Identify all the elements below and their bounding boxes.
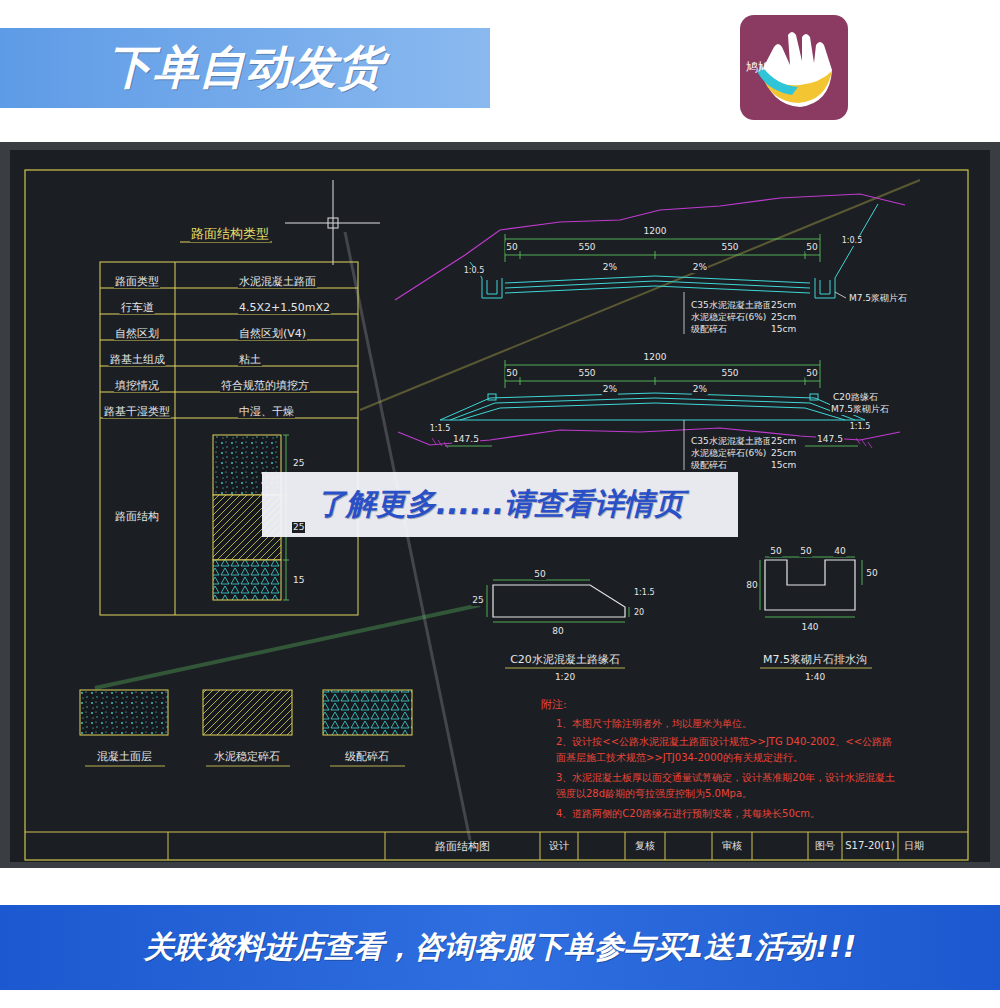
material-label: C20路缘石 — [832, 392, 879, 403]
node-text: 鸠鸠史 — [746, 59, 782, 76]
layer-thickness: 15cm — [770, 460, 797, 471]
dimension: 50 — [769, 546, 782, 557]
title-block-cell: 图号 — [814, 840, 836, 852]
dimension: 50 — [805, 242, 818, 253]
note-text: 4、道路两侧的C20路缘石进行预制安装，其每块长50cm。 — [555, 806, 902, 822]
note-text: 3、水泥混凝土板厚以面交通量试算确定，设计基准期20年，设计水泥混凝土强度以28… — [555, 770, 902, 802]
slope-ratio: 1:1.5 — [633, 588, 656, 598]
layer-label: C35水泥混凝土路面 — [690, 436, 773, 447]
title-block-cell: 复核 — [634, 840, 656, 852]
layer-thickness: 25cm — [770, 300, 797, 311]
dimension: 550 — [720, 368, 739, 379]
dimension: 550 — [577, 242, 596, 253]
layer-label: 级配碎石 — [690, 460, 728, 471]
dimension: 1200 — [643, 226, 668, 237]
table-cell: 路基干湿类型 — [103, 405, 171, 418]
node-text: 下单自动发货 — [107, 37, 383, 99]
promo-banner: 下单自动发货 — [0, 28, 490, 108]
dimension: 50 — [505, 368, 518, 379]
slope-ratio: 1:0.5 — [841, 236, 864, 246]
scale-label: 1:20 — [554, 672, 576, 683]
dimension: 50 — [805, 368, 818, 379]
slope-label: 2% — [692, 262, 708, 273]
layer-label: C35水泥混凝土路面 — [690, 300, 773, 311]
table-cell: 符合规范的填挖方 — [220, 379, 310, 392]
slope-ratio: 1:0.5 — [463, 266, 486, 276]
table-title: 路面结构类型 — [190, 226, 270, 242]
dimension: 147.5 — [816, 434, 844, 445]
node-text: 关联资料进店查看，咨询客服下单参与买1送1活动!!! — [144, 927, 857, 968]
layer-thickness: 25 — [292, 522, 305, 533]
material-label: M7.5浆砌片石 — [830, 404, 890, 415]
slope-ratio: 1:1.5 — [429, 424, 452, 434]
material-label: M7.5浆砌片石 — [848, 293, 908, 304]
shop-logo: 鸠鸠史 — [740, 15, 848, 120]
dimension: 50 — [533, 569, 546, 580]
table-cell: 填挖情况 — [114, 379, 160, 392]
node-text: 了解更多......请查看详情页 — [316, 484, 684, 525]
dimension: 50 — [799, 546, 812, 557]
table-cell: 自然区划 — [114, 327, 160, 340]
detail-title: M7.5浆砌片石排水沟 — [762, 653, 868, 666]
title-block-cell: S17-20(1) — [844, 840, 896, 852]
slope-label: 2% — [602, 384, 618, 395]
dimension: 140 — [800, 622, 819, 633]
dimension: 147.5 — [452, 434, 480, 445]
slope-ratio: 1:1.5 — [849, 422, 872, 432]
table-cell: 中湿、干燥 — [238, 405, 295, 418]
layer-thickness: 25cm — [770, 312, 797, 323]
table-cell: 路基土组成 — [109, 353, 166, 366]
table-cell: 路面类型 — [114, 275, 160, 288]
note-text: 1、本图尺寸除注明者外，均以厘米为单位。 — [555, 716, 902, 732]
layer-label: 级配碎石 — [690, 324, 728, 335]
watermark-box: 了解更多......请查看详情页 — [262, 472, 738, 537]
table-cell: 行车道 — [120, 301, 155, 314]
layer-thickness: 15 — [292, 575, 305, 586]
dimension: 1200 — [643, 352, 668, 363]
legend-text: 混凝土面层 — [96, 750, 153, 763]
dimension: 40 — [833, 546, 846, 557]
layer-thickness: 25cm — [770, 448, 797, 459]
legend-text: 水泥稳定碎石 — [213, 750, 281, 763]
promo-banner: 关联资料进店查看，咨询客服下单参与买1送1活动!!! — [0, 905, 1000, 990]
title-block-cell: 设计 — [548, 840, 570, 852]
dimension: 50 — [865, 568, 878, 579]
note-text: 2、设计按<<公路水泥混凝土路面设计规范>>JTG D40-2002、<<公路路… — [555, 734, 902, 766]
table-cell: 水泥混凝土路面 — [238, 275, 317, 288]
dimension: 25 — [471, 595, 484, 606]
note-heading: 附注: — [540, 698, 568, 711]
title-block-cell: 路面结构图 — [434, 840, 491, 853]
table-cell: 自然区划(V4) — [238, 327, 307, 340]
layer-thickness: 15cm — [770, 324, 797, 335]
layer-thickness: 25 — [292, 458, 305, 469]
table-cell: 路面结构 — [114, 510, 160, 523]
table-cell: 粘土 — [238, 353, 262, 366]
table-cell: 4.5X2+1.50mX2 — [238, 301, 331, 314]
scale-label: 1:40 — [804, 672, 826, 683]
detail-title: C20水泥混凝土路缘石 — [509, 653, 621, 666]
dimension: 550 — [720, 242, 739, 253]
dimension: 80 — [551, 626, 564, 637]
dimension: 550 — [577, 368, 596, 379]
title-block-cell: 日期 — [903, 840, 925, 852]
slope-label: 2% — [692, 384, 708, 395]
dimension: 20 — [633, 608, 645, 618]
slope-label: 2% — [602, 262, 618, 273]
title-block-cell: 审核 — [721, 840, 743, 852]
legend-text: 级配碎石 — [344, 750, 390, 763]
dimension: 80 — [745, 580, 758, 591]
layer-label: 水泥稳定碎石(6%) — [690, 448, 767, 459]
dimension: 50 — [505, 242, 518, 253]
layer-thickness: 25cm — [770, 436, 797, 447]
layer-label: 水泥稳定碎石(6%) — [690, 312, 767, 323]
